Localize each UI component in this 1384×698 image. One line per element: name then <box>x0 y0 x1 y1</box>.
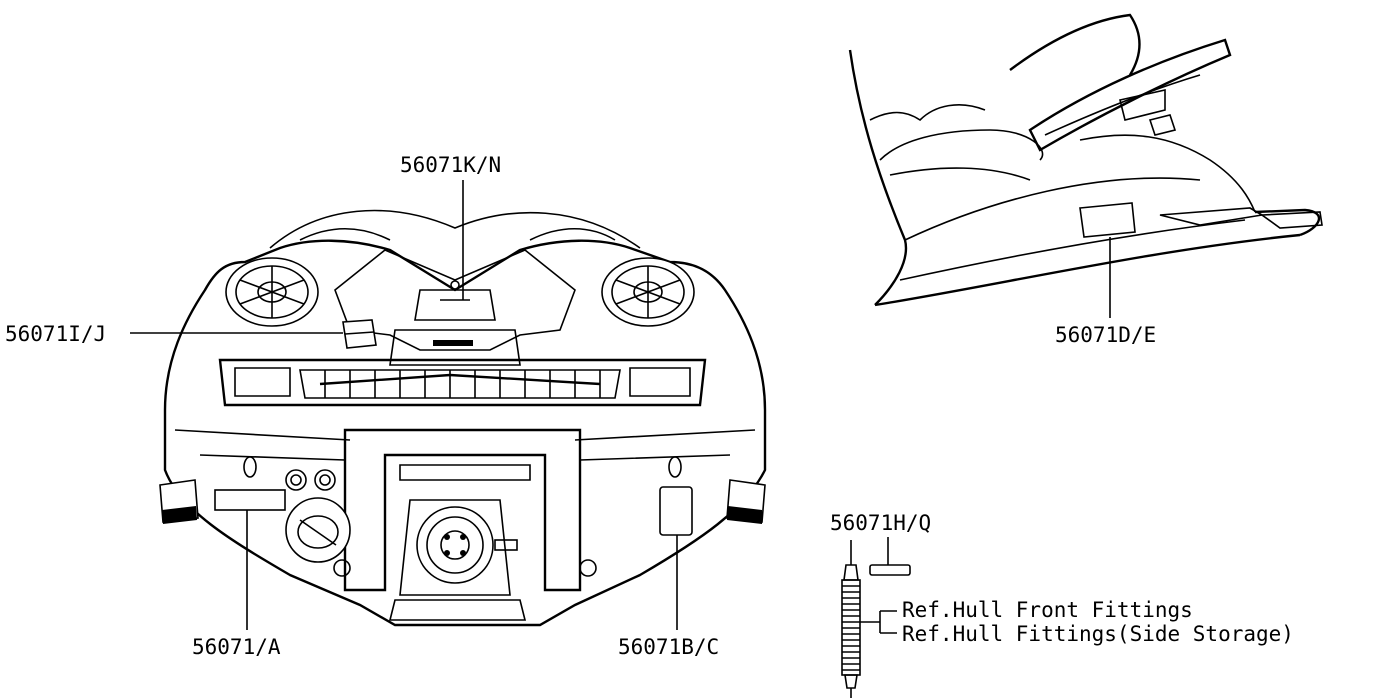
decal-56071BC <box>659 486 693 536</box>
reference-hull-front: Ref.Hull Front Fittings <box>902 598 1193 622</box>
watercraft-side-view <box>848 13 1323 307</box>
decal-56071A <box>214 489 286 511</box>
callout-56071KN: 56071K/N <box>400 153 501 177</box>
right-speaker <box>601 257 695 327</box>
callout-56071DE: 56071D/E <box>1055 323 1156 347</box>
spring-tube <box>841 540 861 698</box>
callout-56071HQ: 56071H/Q <box>830 511 931 535</box>
decal-56071DE <box>1079 202 1136 238</box>
callout-56071A: 56071/A <box>192 635 281 659</box>
left-speaker <box>225 257 319 327</box>
decal-56071HQ <box>869 564 911 576</box>
jet-pump <box>343 428 582 621</box>
callout-56071IJ: 56071I/J <box>5 322 106 346</box>
watercraft-rear-view <box>159 209 767 627</box>
callout-56071BC: 56071B/C <box>618 635 719 659</box>
rear-grille <box>218 358 707 407</box>
reference-hull-side-storage: Ref.Hull Fittings(Side Storage) <box>902 622 1294 646</box>
